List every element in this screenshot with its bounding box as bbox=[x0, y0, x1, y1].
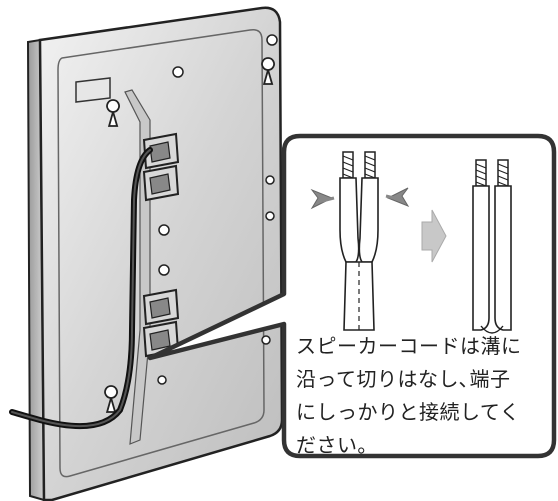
speaker-cord bbox=[9, 147, 153, 430]
instruction-line-2: 沿って切りはなし､端子 bbox=[296, 367, 511, 391]
instruction-line-1: スピーカーコードは溝に bbox=[296, 334, 522, 358]
instruction-text: スピーカーコードは溝に 沿って切りはなし､端子 にしっかりと接続してく ださい｡ bbox=[296, 330, 546, 462]
next-step-arrow bbox=[421, 209, 447, 263]
instruction-line-4: ださい｡ bbox=[296, 433, 368, 457]
instruction-line-3: にしっかりと接続してく bbox=[296, 400, 521, 424]
separated-wire-diagram bbox=[472, 159, 512, 334]
split-wire-diagram bbox=[310, 151, 410, 331]
speaker-terminal-upper bbox=[142, 132, 180, 202]
